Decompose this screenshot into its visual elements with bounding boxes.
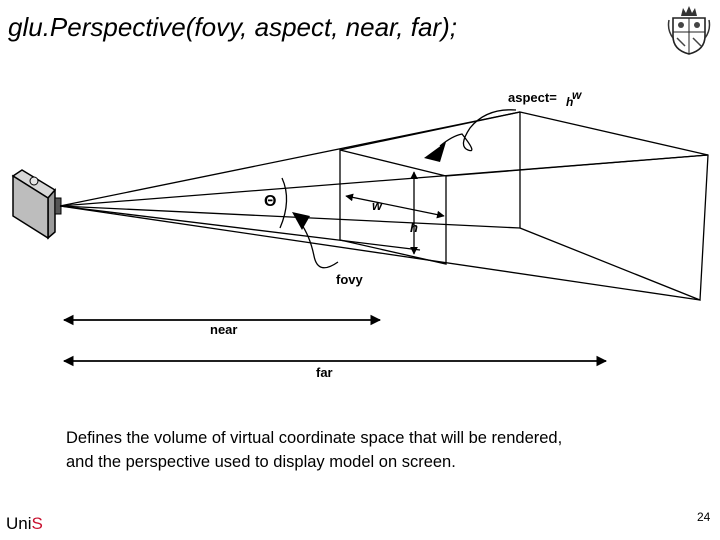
h-label: h [410,220,418,235]
caption-line: Defines the volume of virtual coordinate… [66,429,563,447]
w-dimension-arrow [345,193,445,219]
slide-caption: Defines the volume of virtual coordinate… [66,426,686,474]
caption-line: and the perspective used to display mode… [66,453,456,471]
view-frustum [59,111,709,301]
far-label: far [316,365,333,380]
slide-title: glu.Perspective(fovy, aspect, near, far)… [8,12,457,42]
unis-logo: UniS [6,514,43,534]
logo-text: Uni [6,514,32,533]
logo-accent: S [31,514,43,533]
fov-angle-arc [279,177,288,229]
aspect-label: aspect= [508,90,557,105]
aspect-leader-line [439,109,517,152]
fovy-leader-line [299,221,339,269]
theta-label: Θ [264,193,276,210]
aspect-denominator: h [566,95,573,109]
fovy-pointer-arrow [292,212,310,230]
w-label: w [372,198,383,213]
page-number: 24 [697,510,711,524]
university-crest-icon [667,6,711,55]
aspect-pointer-arrow [424,142,446,162]
aspect-numerator: w [572,88,582,102]
near-label: near [210,322,237,337]
camera-icon [11,169,62,240]
fovy-label: fovy [336,272,364,287]
